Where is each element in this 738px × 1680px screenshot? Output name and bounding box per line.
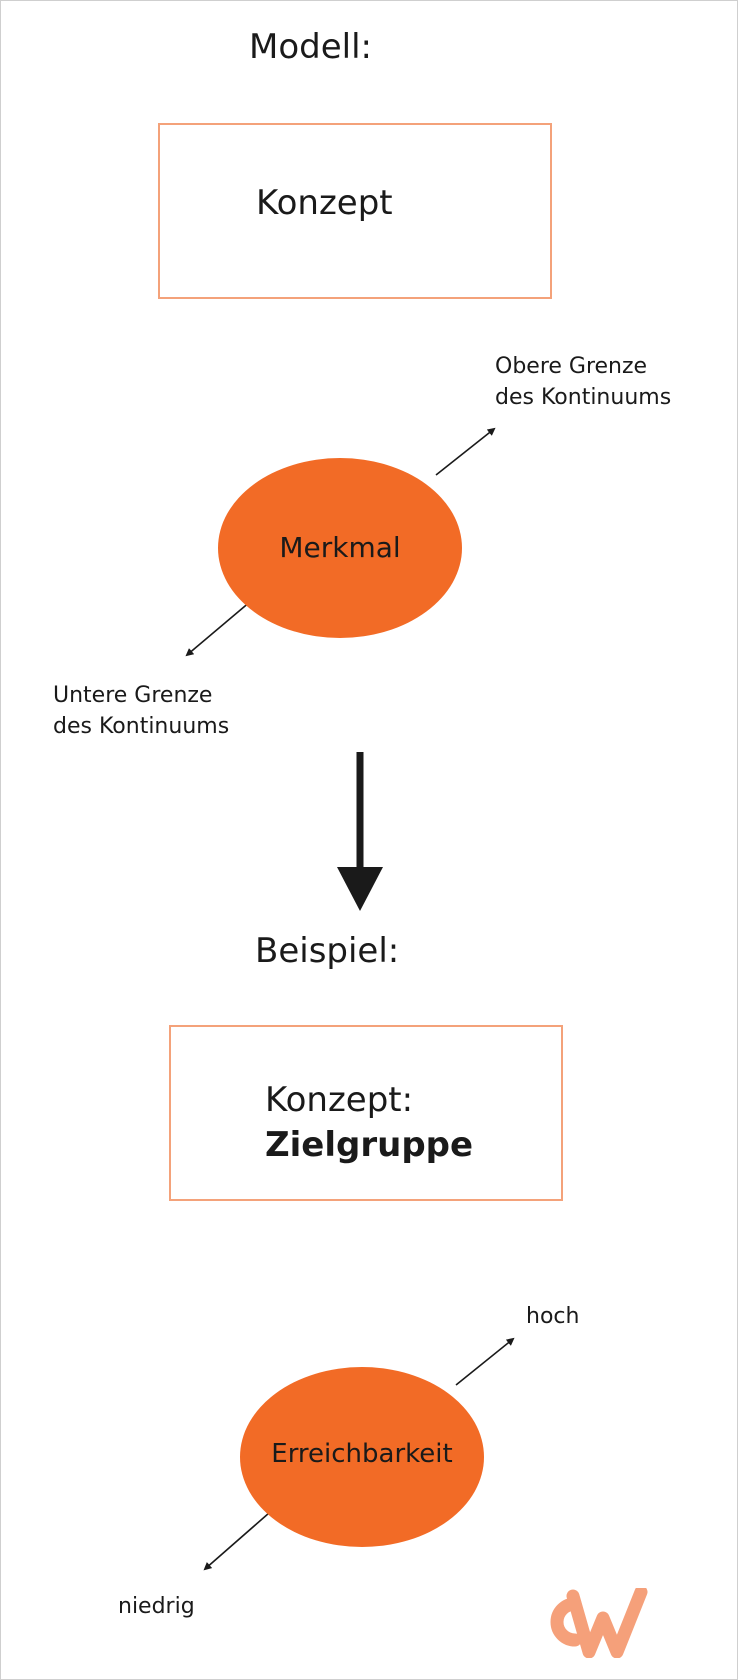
example-concept-name: Zielgruppe [265, 1125, 474, 1165]
model-concept-box [158, 123, 552, 299]
down-arrow-head [337, 867, 383, 911]
example-feature-ellipse [240, 1367, 484, 1547]
model-upper-arrow [435, 427, 496, 476]
model-upper-bound-line2: des Kontinuums [495, 385, 672, 410]
example-heading: Beispiel: [255, 931, 400, 971]
model-feature-label: Merkmal [279, 531, 401, 564]
example-upper-bound-label: hoch [526, 1304, 580, 1329]
model-heading: Modell: [249, 27, 372, 67]
cw-logo-icon [550, 1588, 648, 1658]
example-lower-bound-label: niedrig [118, 1594, 195, 1619]
model-lower-bound-label: Untere Grenze des Kontinuums [53, 680, 229, 742]
example-upper-arrow [455, 1337, 515, 1386]
example-feature-label: Erreichbarkeit [271, 1439, 453, 1469]
model-concept-label: Konzept [256, 183, 393, 223]
model-lower-arrow [185, 600, 252, 657]
example-lower-arrow [203, 1512, 270, 1571]
model-lower-bound-line2: des Kontinuums [53, 714, 230, 739]
model-upper-bound-line1: Obere Grenze [495, 354, 648, 379]
example-concept-box [169, 1025, 563, 1201]
model-lower-bound-line1: Untere Grenze [53, 683, 213, 708]
model-feature-ellipse [218, 458, 462, 638]
example-concept-prefix: Konzept: [265, 1080, 414, 1120]
model-upper-bound-label: Obere Grenze des Kontinuums [495, 351, 671, 413]
